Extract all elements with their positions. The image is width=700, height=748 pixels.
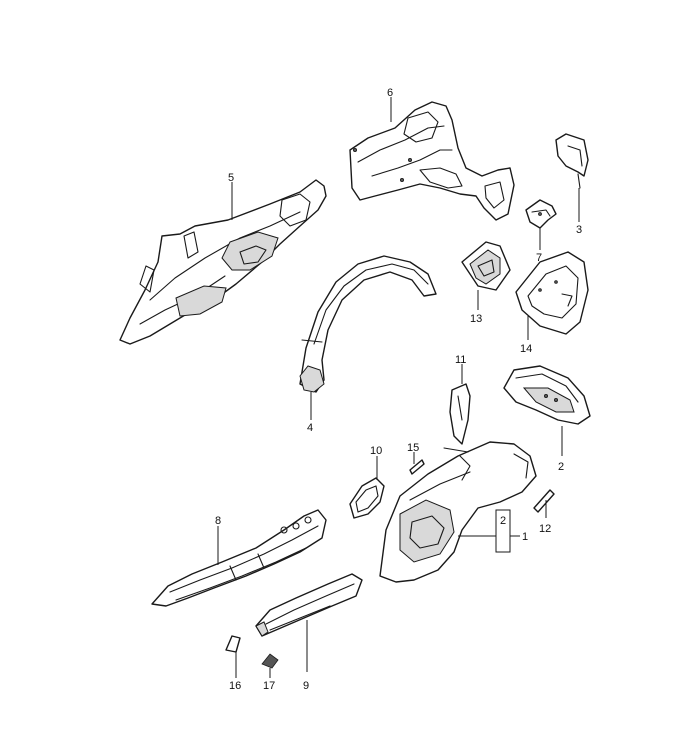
callout-2-bracket: 2 [500,515,506,527]
part-11-bracket[interactable] [449,383,471,445]
callout-2: 2 [558,461,564,473]
callout-12: 12 [539,523,551,535]
part-5-rear-inner-structure[interactable] [119,179,327,345]
part-7-bracket[interactable] [525,199,557,229]
callout-labels: 1 2 2 3 4 5 6 7 8 9 10 11 12 13 14 15 16… [215,87,582,692]
part-2-rear-panel[interactable] [503,365,591,425]
callout-16: 16 [229,680,241,692]
callout-13: 13 [470,313,482,325]
leader-lines [217,97,580,678]
callout-15: 15 [407,442,419,454]
callout-4: 4 [307,422,313,434]
part-17-clip[interactable] [261,653,279,669]
callout-17: 17 [263,680,275,692]
callout-5: 5 [228,172,234,184]
callout-1: 1 [522,531,528,543]
part-16-plug[interactable] [225,635,241,653]
callout-11: 11 [455,354,466,366]
part-9-sill-outer[interactable] [255,573,363,637]
part-4-wheel-arch[interactable] [299,255,437,393]
callout-10: 10 [370,445,382,457]
part-13-small-panel[interactable] [461,241,511,291]
callout-8: 8 [215,515,221,527]
part-8-sill-inner[interactable] [151,509,327,607]
callout-7: 7 [536,252,542,264]
callout-9: 9 [303,680,309,692]
part-6-quarter-panel-upper[interactable] [349,101,515,221]
part-3-bracket[interactable] [555,133,589,189]
part-1-quarter-panel-assembly[interactable] [379,441,537,583]
callout-3: 3 [576,224,582,236]
part-10-gasket[interactable] [349,477,385,519]
part-14-inner-support[interactable] [515,251,589,335]
callout-14: 14 [520,343,532,355]
callout-6: 6 [387,87,393,99]
part-15-pin[interactable] [409,459,425,475]
part-12-strip[interactable] [533,489,555,513]
